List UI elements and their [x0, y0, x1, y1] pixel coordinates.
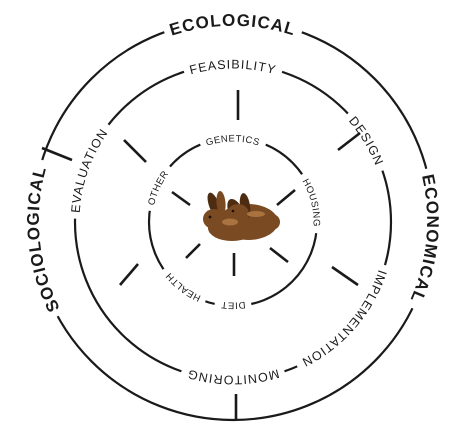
label-design: DESIGN: [346, 114, 386, 168]
label-health: HEALTH: [164, 270, 203, 303]
spoke-mid-upper-left: [124, 140, 146, 162]
spoke-inner-lower-left: [186, 244, 200, 258]
label-genetics: GENETICS: [205, 133, 262, 148]
spoke-mid-lower-left: [120, 264, 138, 285]
spoke-inner-upper-right: [277, 190, 295, 205]
spoke-outer-left: [42, 148, 72, 160]
label-economical: ECONOMICAL: [406, 173, 442, 307]
label-housing: HOUSING: [300, 177, 322, 227]
spoke-inner-lower-right: [270, 248, 288, 262]
spoke-mid-lower-right: [332, 267, 358, 285]
label-implementation: IMPLEMENTATION: [299, 268, 389, 369]
rabbits-icon: [203, 191, 280, 241]
label-diet: DIET: [220, 299, 246, 311]
spoke-inner-upper-left: [172, 192, 190, 205]
